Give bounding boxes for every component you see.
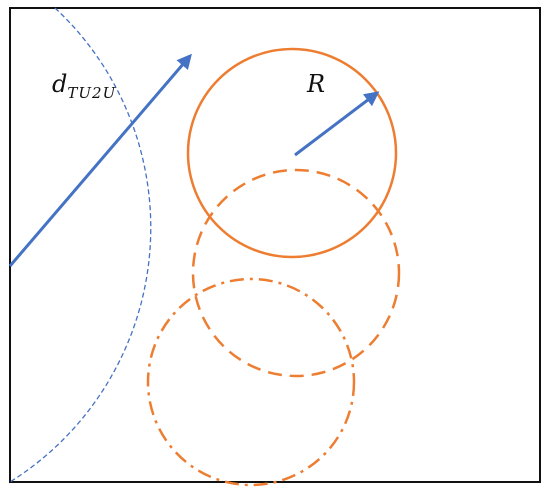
tu2u-range-arc [10, 8, 151, 482]
distance-label-subscript: TU2U [67, 84, 116, 102]
distance-label: dTU2U [52, 70, 117, 102]
tu2u-distance-arrow [8, 53, 192, 267]
distance-label-main: d [52, 70, 67, 98]
radius-label: R [306, 70, 325, 98]
radius-arrow [294, 91, 380, 157]
coverage-circle-solid [186, 47, 398, 259]
coverage-circle-dashed [191, 168, 401, 378]
diagram-frame [9, 7, 541, 483]
tu2u-range-circle [9, 7, 152, 483]
coverage-circle-dashdot [146, 277, 356, 487]
